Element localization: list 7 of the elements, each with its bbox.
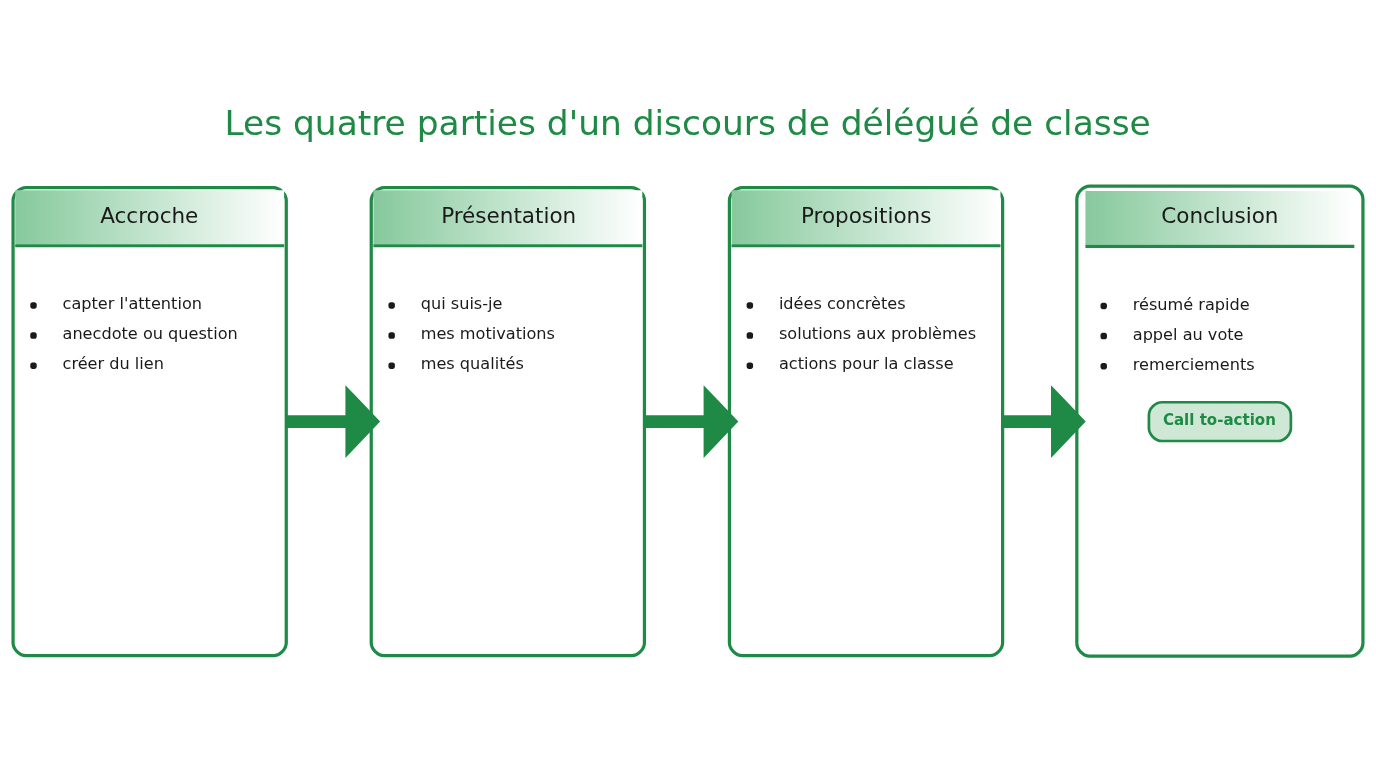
diagram-title: Les quatre parties d'un discours de délégué de classe bbox=[224, 102, 1151, 143]
arrow bbox=[1003, 384, 1086, 458]
node-box: Présentation qui suis-je mes motivations mes qualités bbox=[369, 185, 647, 657]
node-box: Propositions idées concrètes solutions aux problèmes actions pour la classe bbox=[727, 185, 1005, 657]
arrow bbox=[644, 384, 739, 458]
node-box: Call to-action bbox=[1147, 400, 1293, 442]
arrow bbox=[286, 384, 381, 458]
